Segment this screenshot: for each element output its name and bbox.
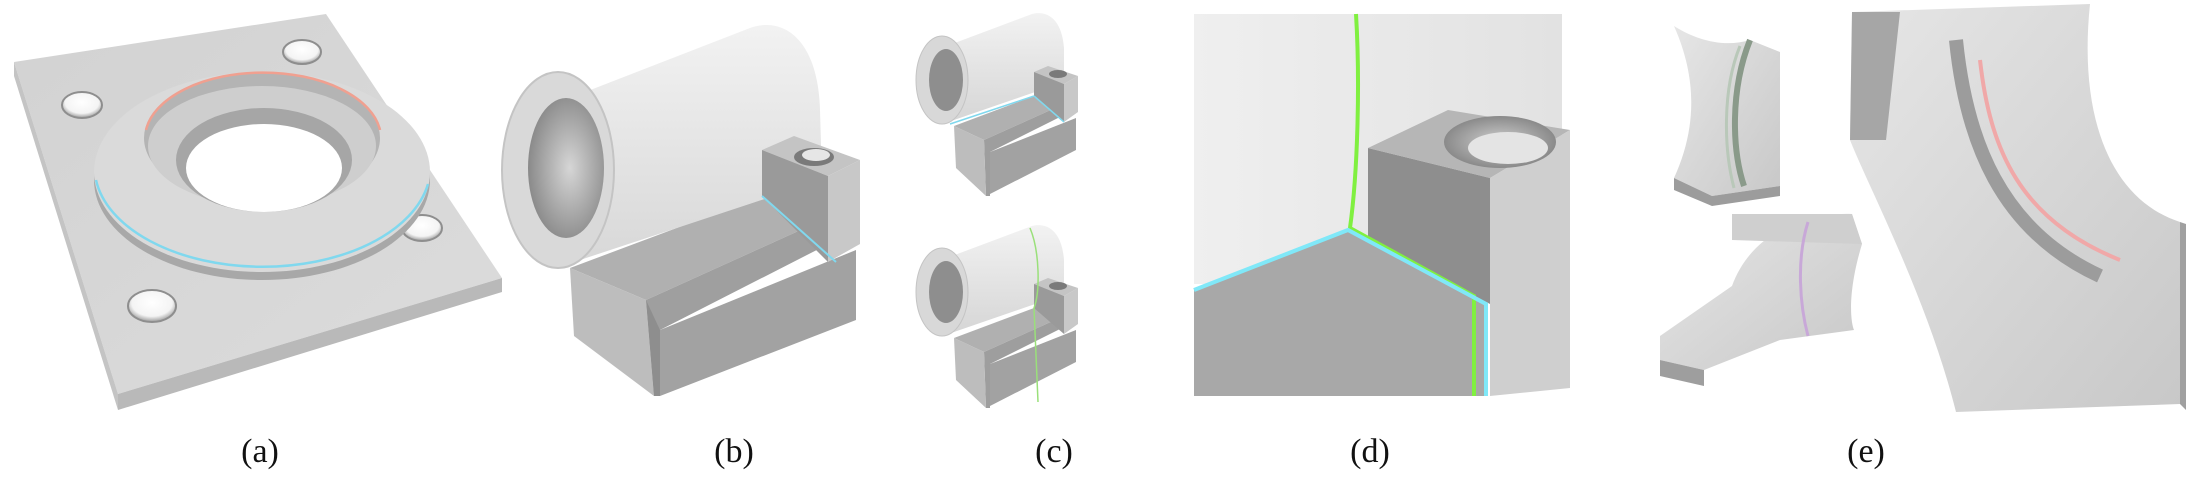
large-bracket bbox=[1850, 4, 2186, 412]
plate-front-face bbox=[118, 278, 502, 410]
floor-face bbox=[1194, 230, 1486, 396]
caption-c: (c) bbox=[1035, 433, 1073, 470]
caption-d: (d) bbox=[1350, 433, 1390, 470]
small-piece-top bbox=[1674, 26, 1780, 206]
panel-d: (d) bbox=[1190, 0, 1590, 470]
cyan-curve bbox=[1193, 227, 1488, 396]
base-front-lower bbox=[646, 300, 660, 396]
plate-left-face bbox=[14, 62, 118, 410]
base-floor bbox=[570, 196, 836, 300]
small-block-top bbox=[915, 13, 1078, 196]
bore-hole bbox=[528, 98, 604, 238]
panel-b: (b) bbox=[500, 0, 940, 470]
corner-closeup-illustration bbox=[1193, 13, 1570, 396]
panel-e: (e) bbox=[1600, 0, 2186, 470]
plate-illustration bbox=[14, 14, 502, 410]
tab-front-face bbox=[1490, 130, 1570, 396]
pillow-block-pair-illustration bbox=[915, 13, 1078, 408]
small-piece-bottom bbox=[1660, 213, 1862, 386]
panel-c: (c) bbox=[914, 0, 1174, 470]
green-curve bbox=[1347, 13, 1476, 396]
base-left-face bbox=[570, 268, 654, 396]
tab-left-face bbox=[762, 150, 828, 262]
panel-a: (a) bbox=[0, 0, 520, 470]
caption-b: (b) bbox=[714, 433, 754, 470]
ring-boss bbox=[94, 71, 430, 280]
caption-e: (e) bbox=[1847, 433, 1885, 470]
pillow-block-illustration bbox=[501, 25, 860, 396]
bracket-segments-illustration bbox=[1660, 4, 2186, 412]
caption-a: (a) bbox=[241, 433, 279, 470]
tab-left-face bbox=[1368, 148, 1490, 304]
small-block-bottom bbox=[915, 225, 1078, 408]
tab-front-face bbox=[828, 160, 860, 262]
step-front bbox=[660, 250, 856, 396]
